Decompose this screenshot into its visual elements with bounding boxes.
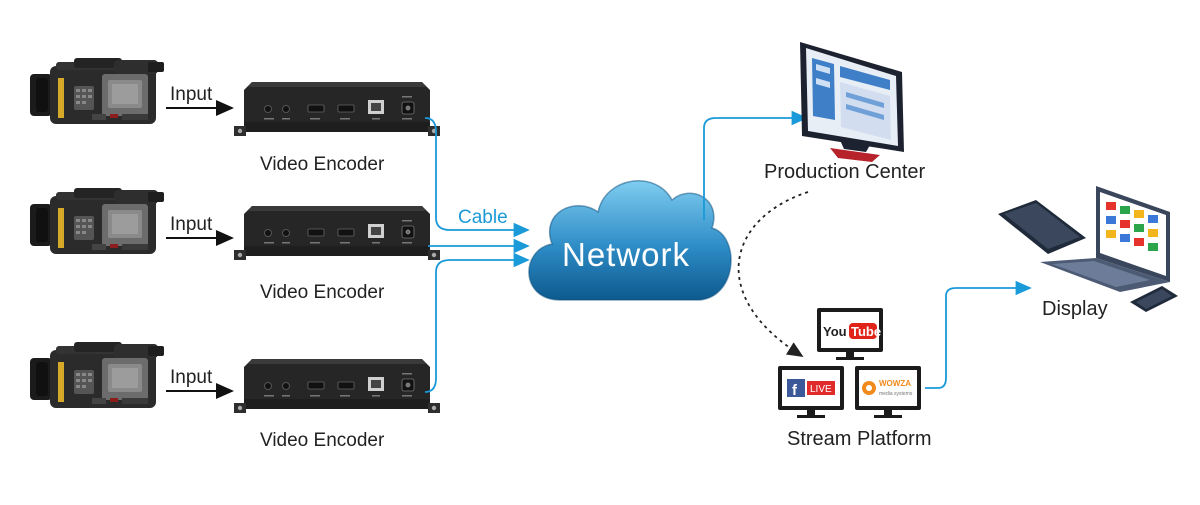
encoder-label-2: Video Encoder bbox=[260, 282, 385, 303]
cable-label: Cable bbox=[458, 207, 508, 228]
cloud-icon bbox=[528, 180, 732, 301]
wowza-monitor-icon: WOWZA media systems bbox=[855, 366, 921, 418]
facebook-live-monitor-icon: f LIVE bbox=[778, 366, 844, 418]
input-label-1: Input bbox=[170, 84, 213, 105]
cable-line-3 bbox=[424, 252, 530, 393]
camcorder-icon bbox=[30, 58, 164, 124]
network-label: Network bbox=[562, 236, 691, 273]
encoder-device-icon bbox=[233, 81, 441, 137]
input-label-3: Input bbox=[170, 367, 213, 388]
encoder-device-icon bbox=[233, 358, 441, 414]
youtube-logo-you: You bbox=[823, 324, 847, 339]
encoder-label-3: Video Encoder bbox=[260, 430, 385, 451]
monitor-icon bbox=[800, 42, 904, 162]
production-to-stream-dotted-arrow bbox=[737, 191, 809, 357]
facebook-logo-f: f bbox=[792, 382, 798, 399]
stream-platform-label: Stream Platform bbox=[787, 428, 932, 450]
youtube-logo-tube: Tube bbox=[851, 324, 881, 339]
stream-to-display-line bbox=[925, 280, 1032, 389]
phone-icon bbox=[1130, 286, 1178, 312]
laptop-icon bbox=[1040, 186, 1170, 292]
display-label: Display bbox=[1042, 298, 1108, 320]
camcorder-icon bbox=[30, 188, 164, 254]
camcorder-icon bbox=[30, 342, 164, 408]
encoder-device-icon bbox=[233, 205, 441, 261]
facebook-logo-live: LIVE bbox=[810, 384, 832, 395]
encoder-label-1: Video Encoder bbox=[260, 154, 385, 175]
cable-line-1 bbox=[424, 117, 530, 238]
input-label-2: Input bbox=[170, 214, 213, 235]
youtube-monitor-icon: You Tube bbox=[817, 308, 883, 360]
production-center-label: Production Center bbox=[764, 161, 926, 183]
tablet-icon bbox=[998, 200, 1086, 254]
network-to-production-line bbox=[703, 110, 808, 220]
wowza-logo-sub: media systems bbox=[879, 391, 913, 397]
wowza-logo-name: WOWZA bbox=[879, 379, 911, 388]
